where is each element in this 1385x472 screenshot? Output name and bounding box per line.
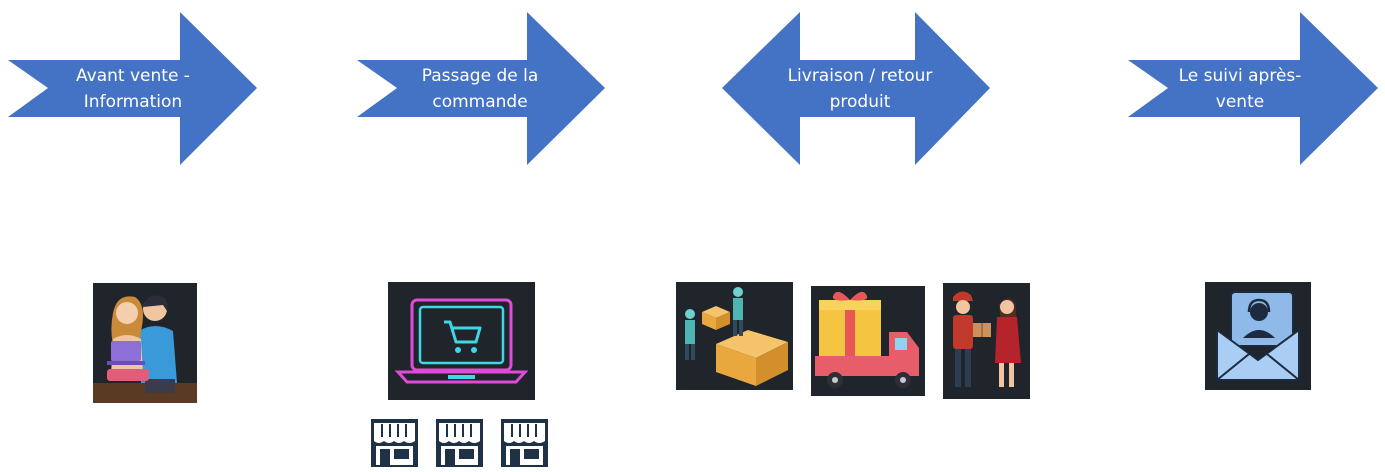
storefront-icon (501, 419, 548, 467)
step-4-label: Le suivi après- vente (1170, 63, 1310, 115)
step-4-label-line2: vente (1215, 92, 1265, 112)
step-2-label-line1: Passage de la (421, 66, 539, 86)
step-3-double-arrow (722, 12, 990, 165)
step-1-arrow (8, 12, 257, 165)
step-3-label-line1: Livraison / retour (787, 66, 933, 86)
gift-truck-icon (811, 286, 925, 396)
step-2-arrow (357, 12, 605, 165)
courier-handover-icon (943, 283, 1030, 399)
step-3-label: Livraison / retour produit (770, 63, 950, 115)
step-1-label-line2: Information (83, 92, 183, 112)
step-3-label-line2: produit (829, 92, 891, 112)
step-4-label-line1: Le suivi après- (1178, 66, 1302, 86)
storefront-icon (436, 419, 483, 467)
parcel-delivery-workers-icon (676, 282, 793, 390)
couple-browsing-laptop-icon (93, 283, 197, 403)
envelope-support-agent-icon (1205, 282, 1311, 390)
step-1-label-line1: Avant vente - (76, 66, 190, 86)
step-4-arrow (1128, 12, 1378, 165)
step-2-label-line2: commande (432, 92, 528, 112)
neon-laptop-cart-icon (388, 282, 535, 400)
step-2-label: Passage de la commande (410, 63, 550, 115)
step-1-label: Avant vente - Information (63, 63, 203, 115)
storefront-icon (371, 419, 418, 467)
